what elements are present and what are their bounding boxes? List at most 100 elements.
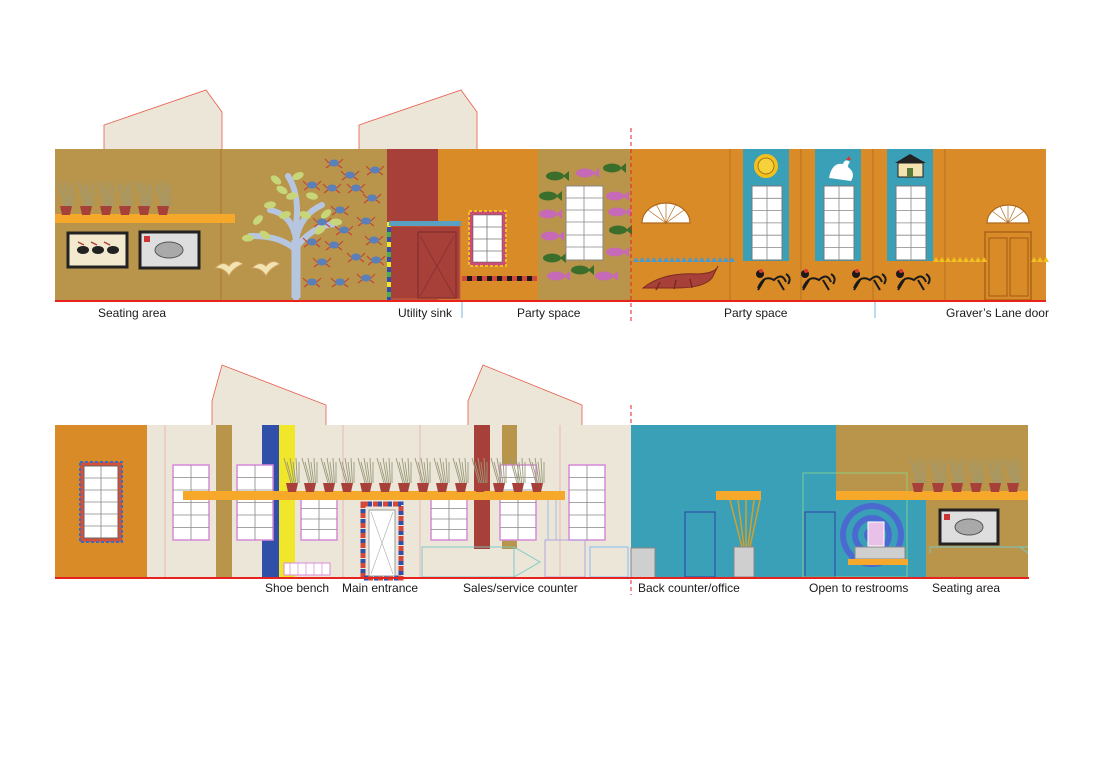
- potted-grass-icon: [283, 457, 300, 492]
- crab-icon: [302, 237, 322, 248]
- label-back-counter-office: Back counter/office: [638, 581, 740, 595]
- framed-picture-icon: [138, 230, 201, 270]
- fish-icon-group: [539, 163, 632, 281]
- gravers-lane-door: [984, 231, 1032, 301]
- crab-icon: [302, 277, 322, 288]
- roof-gable-1: [103, 89, 223, 151]
- shoe-bench: [283, 562, 331, 576]
- bird-icon: [250, 260, 282, 278]
- potted-grass-row-lower: [283, 457, 545, 492]
- window: [300, 497, 338, 541]
- fish-icon: [546, 171, 569, 181]
- roof-gable-3: [211, 364, 327, 427]
- plant-shelf-right: [836, 491, 1028, 500]
- label-party-space-1: Party space: [517, 306, 581, 320]
- crab-icon: [324, 240, 344, 251]
- label-main-entrance: Main entrance: [342, 581, 419, 595]
- roof-gable-4: [467, 364, 583, 427]
- fish-icon: [571, 265, 594, 275]
- bird-icon: [213, 260, 245, 278]
- band-yellow: [279, 425, 295, 577]
- crab-icon: [340, 170, 360, 181]
- tall-window-group: [751, 185, 927, 261]
- lower-elevation: [55, 364, 1029, 581]
- fish-icon: [608, 207, 631, 217]
- potted-grass-icon: [509, 457, 526, 492]
- crab-icon: [312, 217, 332, 228]
- potted-grass-icon: [528, 457, 545, 492]
- roof-gable-2: [358, 89, 478, 151]
- fish-icon: [543, 253, 566, 263]
- label-gravers-lane-door: Graver’s Lane door: [946, 306, 1049, 320]
- fish-icon: [547, 271, 570, 281]
- label-shoe-bench: Shoe bench: [265, 581, 330, 595]
- framed-picture-icon: [938, 508, 1000, 546]
- potted-grass-icon: [986, 457, 1003, 492]
- crab-icon: [346, 252, 366, 263]
- crab-icon: [365, 165, 385, 176]
- crab-icon: [322, 183, 342, 194]
- label-open-to-restrooms: Open to restrooms: [809, 581, 909, 595]
- crab-icon: [366, 255, 386, 266]
- fish-icon: [606, 247, 629, 257]
- label-seating-area-lower: Seating area: [932, 581, 1001, 595]
- sun-icon: [754, 154, 778, 178]
- plant-shelf-upper: [55, 214, 235, 223]
- potted-grass-icon: [135, 180, 152, 215]
- crab-icon: [324, 158, 344, 169]
- rooster-icon: [829, 156, 853, 181]
- window: [568, 464, 606, 541]
- tree-mural: [247, 173, 338, 301]
- potted-grass-icon: [357, 457, 374, 492]
- crab-icon: [356, 273, 376, 284]
- upper-elevation: [55, 89, 1049, 318]
- fanlight-window-icon: [641, 202, 691, 224]
- potted-grass-icon: [1004, 457, 1021, 492]
- fish-icon: [603, 163, 626, 173]
- zigzag-border: [633, 257, 1049, 262]
- fish-icon: [595, 271, 618, 281]
- monkey-icon: [801, 269, 836, 291]
- crab-icon: [312, 257, 332, 268]
- fish-icon: [541, 231, 564, 241]
- bird-icon-group: [213, 260, 282, 278]
- label-utility-sink: Utility sink: [398, 306, 453, 320]
- potted-grass-icon: [320, 457, 337, 492]
- crab-icon: [364, 235, 384, 246]
- framed-picture-icon: [66, 231, 129, 269]
- fish-icon: [576, 168, 599, 178]
- potted-grass-row-upper: [57, 180, 171, 215]
- label-seating-area-upper: Seating area: [98, 306, 167, 320]
- window: [236, 464, 274, 541]
- window: [751, 185, 783, 261]
- potted-grass-icon: [433, 457, 450, 492]
- window: [430, 497, 468, 541]
- fish-icon: [539, 191, 562, 201]
- window: [895, 185, 927, 261]
- crab-icon: [334, 225, 354, 236]
- potted-grass-icon: [490, 457, 507, 492]
- potted-grass-icon: [967, 457, 984, 492]
- potted-grass-icon: [395, 457, 412, 492]
- alligator-icon: [641, 265, 719, 291]
- utility-trim: [389, 221, 461, 226]
- potted-grass-icon: [376, 457, 393, 492]
- main-entrance-door: [360, 501, 404, 581]
- potted-grass-icon: [452, 457, 469, 492]
- potted-grass-icon: [338, 457, 355, 492]
- potted-grass-icon: [948, 457, 965, 492]
- potted-grass-icon: [116, 180, 133, 215]
- crab-icon: [302, 180, 322, 191]
- fish-icon: [606, 191, 629, 201]
- crab-icon: [330, 205, 350, 216]
- shelf-teal: [716, 491, 761, 500]
- vase-sticks: [729, 499, 761, 578]
- back-counter-office: [630, 547, 656, 579]
- window-zigzag: [468, 210, 507, 267]
- potted-grass-icon: [909, 457, 926, 492]
- window: [172, 464, 210, 541]
- house-icon: [895, 154, 926, 178]
- column-olive-1: [216, 425, 232, 577]
